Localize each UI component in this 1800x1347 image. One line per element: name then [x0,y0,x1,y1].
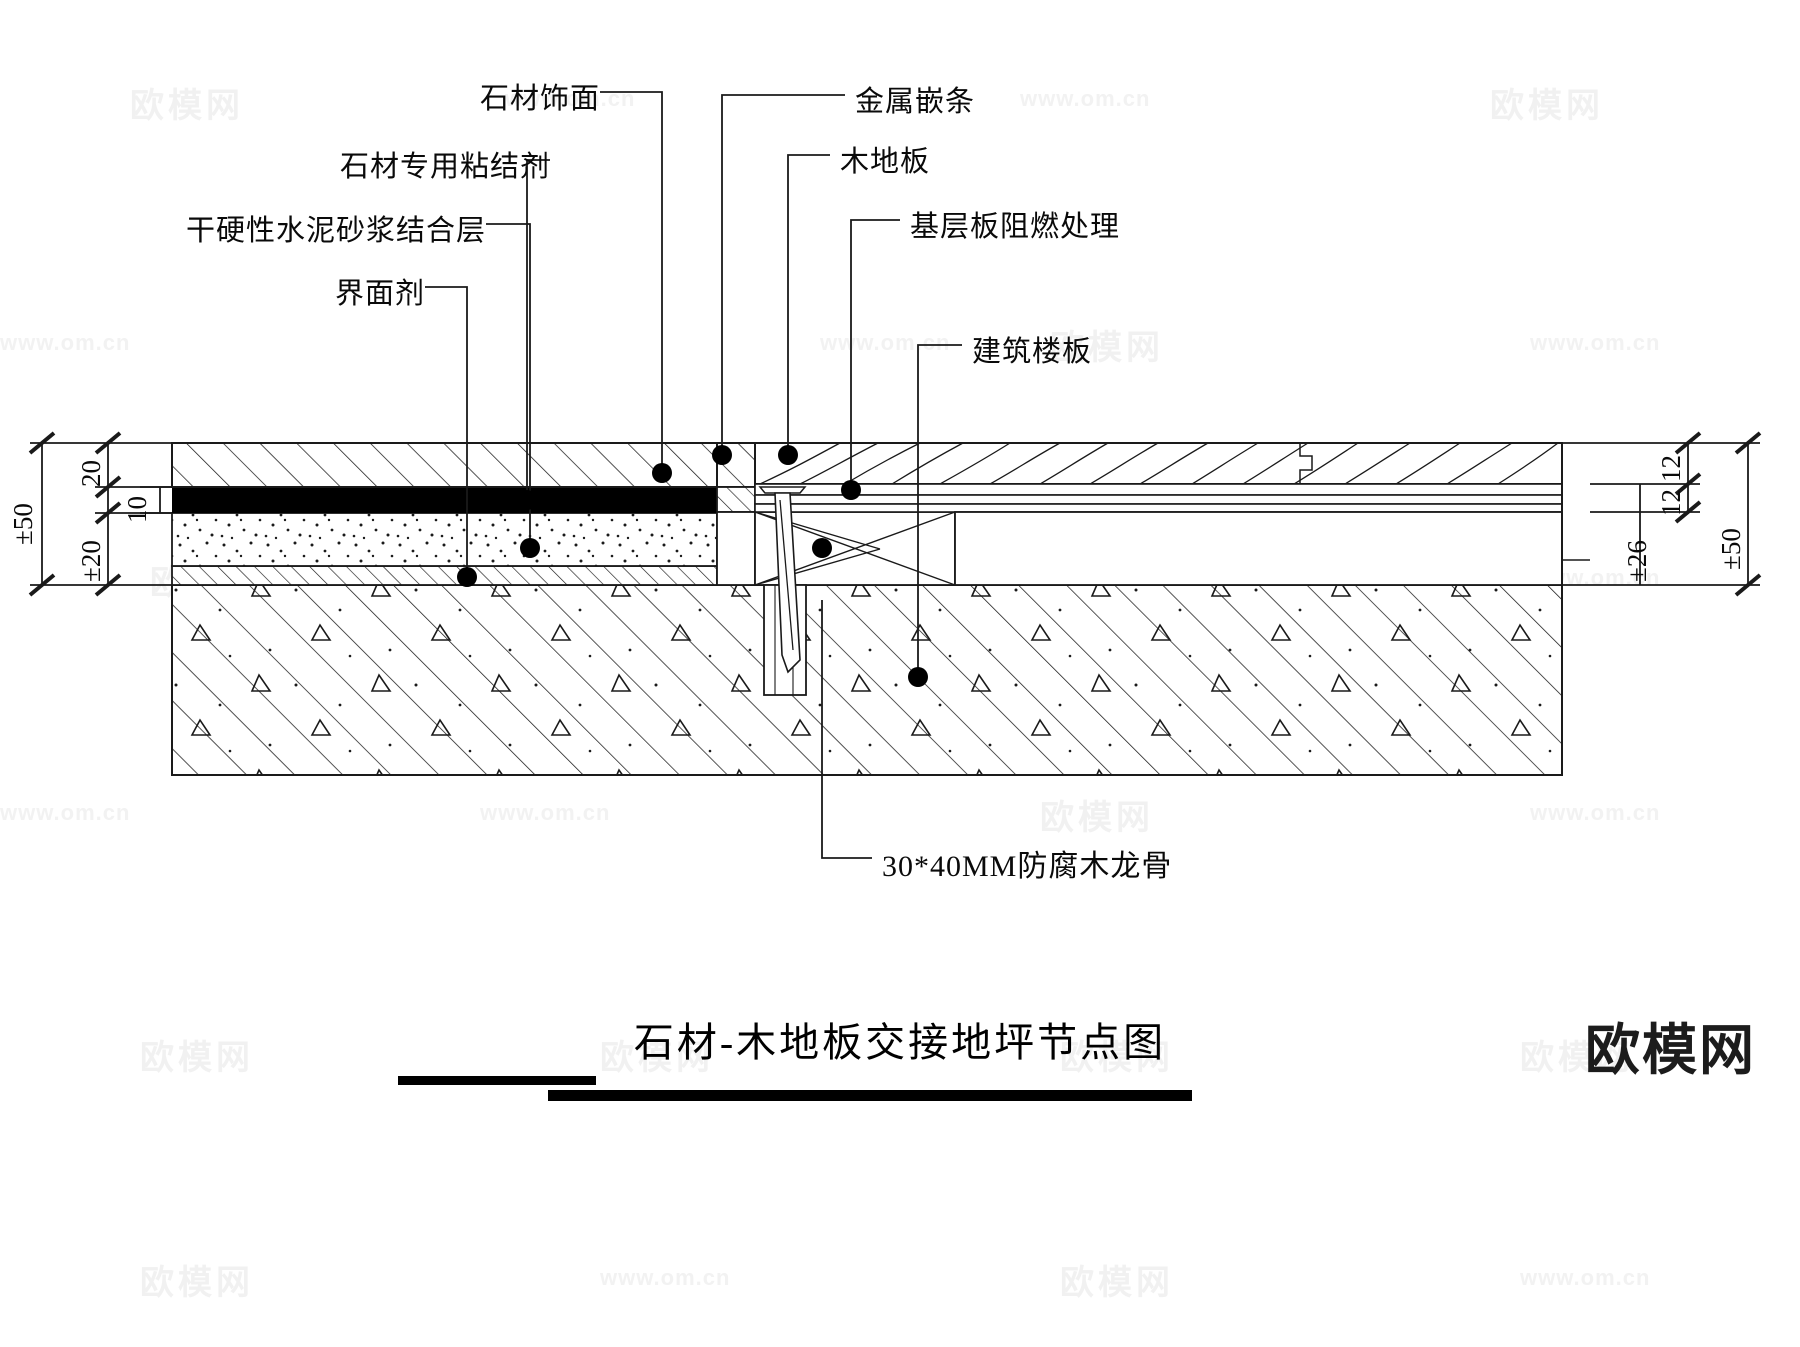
leader-dots-left [457,463,672,587]
structural-slab-body [171,584,1563,776]
leader-dot [712,445,732,465]
dim-right-floor-12b: 12 [1656,489,1686,516]
dim-left-stone: 20 [76,460,106,487]
dim-left-adhesive: 10 [122,496,152,523]
drawing-title: 石材-木地板交接地坪节点图 [633,1020,1167,1065]
title-underline-thick [548,1090,1192,1101]
dim-right-floor-12a: 12 [1656,455,1686,482]
title-underline-thin [398,1076,596,1085]
leader-dot [778,445,798,465]
label-interface-agent: 界面剂 [334,278,425,310]
leader-dot [457,567,477,587]
stone-adhesive-layer [172,487,717,513]
brand-logo: 欧模网 [1584,1019,1756,1081]
wood-floor-layer [754,442,1563,485]
label-dry-mortar-layer: 干硬性水泥砂浆结合层 [185,215,486,247]
label-metal-inlay-strip: 金属嵌条 [855,86,976,118]
leader-dot [520,538,540,558]
dry-mortar-layer-body [171,512,718,567]
fixing-screw [758,486,807,674]
label-wood-joist: 30*40MM防腐木龙骨 [882,850,1173,883]
label-wood-floor: 木地板 [840,146,931,178]
label-stone-finish: 石材饰面 [479,83,600,115]
leader-dot [812,538,832,558]
dimension-right [1562,431,1762,597]
dim-right-total: ±50 [1716,528,1746,570]
label-stone-adhesive: 石材专用粘结剂 [339,151,550,183]
dim-left-total: ±50 [8,503,38,545]
interface-agent-layer [171,565,718,586]
leader-lines-left [425,91,663,577]
label-base-board-fireproof: 基层板阻燃处理 [910,211,1121,243]
base-board-layers [754,483,1563,513]
leader-lines-right [721,94,962,859]
metal-inlay-strip-body [716,442,756,586]
stone-finish-layer [171,442,718,488]
label-structural-slab: 建筑楼板 [972,336,1093,368]
leader-dots-right [712,445,928,687]
leader-dot [652,463,672,483]
dimension-left [28,431,172,597]
leader-dot [841,480,861,500]
dim-right-base: ±26 [1622,540,1652,582]
leader-dot [908,667,928,687]
leader-dot [517,490,537,510]
dim-left-mortar: ±20 [76,540,106,582]
wood-floor-cavity-right [954,511,1563,586]
